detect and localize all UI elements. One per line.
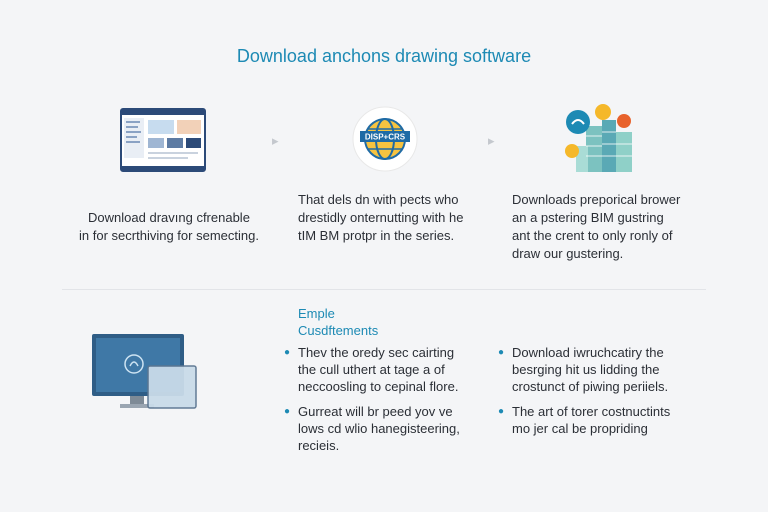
step-2-description: That dels dn with pects who drestidly on… [298,191,488,245]
list-item-line: Download iwruchcatiry the [512,345,664,360]
desktop-app-screenshot-icon [120,108,206,172]
list-item: ● Gurreat will br peed yov ve lows cd wl… [284,403,484,454]
globe-logo-icon: DISP+CRS [352,106,418,172]
requirements-list-right: ● Download iwruchcatiry the besrging hit… [498,344,708,445]
bullet-icon: ● [498,406,505,417]
list-item-line: The art of torer costnuctints [512,404,671,419]
bullet-icon: ● [498,347,505,358]
step-3-line: ant the crent to only ronly of [512,228,673,243]
requirements-list-left: ● Thev the oredy sec cairting the cull u… [284,344,484,462]
step-1-line: in for secrthiving for semecting. [79,228,259,243]
bullet-icon: ● [284,347,291,358]
step-3-line: draw our gustering. [512,246,624,261]
list-item-line: Gurreat will br peed yov ve [298,404,453,419]
bullet-icon: ● [284,406,291,417]
list-item-line: the cull uthert at tage a of [298,362,445,377]
list-item-line: crostunct of piwing periiels. [512,379,669,394]
page-title: Download anchons drawing software [236,46,532,66]
chevron-right-icon: ▸ [272,133,279,148]
globe-logo-text: DISP+CRS [365,133,406,142]
requirements-heading-line: Cusdftements [298,323,379,338]
list-item-line: lows cd wlio hanegisteering, [298,421,460,436]
step-2-line: drestidly onternutting with he [298,210,464,225]
list-item-line: Thev the oredy sec cairting [298,345,455,360]
list-item-line: neccoosling to cepinal flore. [298,379,459,394]
list-item: ● Download iwruchcatiry the besrging hit… [498,344,708,395]
bim-buildings-icon [565,104,632,172]
step-1-line: Download dravıng cfrenable [88,210,250,225]
step-1-description: Download dravıng cfrenable in for secrth… [62,209,276,245]
list-item: ● Thev the oredy sec cairting the cull u… [284,344,484,395]
computer-monitor-icon [92,334,197,409]
list-item-line: besrging hit us lidding the [512,362,660,377]
step-3-description: Downloads preporical brower an a psterin… [512,191,712,263]
step-3-line: an a pstering BIM gustring [512,210,664,225]
step-2-line: tIM BM protpr in the series. [298,228,455,243]
step-2-line: That dels dn with pects who [298,192,459,207]
requirements-heading-line: Emple [298,306,335,321]
list-item-line: mo jer cal be propriding [512,421,648,436]
list-item-line: recieis. [298,438,340,453]
requirements-heading: Emple Cusdftements [298,305,378,339]
section-divider [62,289,706,290]
step-3-line: Downloads preporical brower [512,192,681,207]
list-item: ● The art of torer costnuctints mo jer c… [498,403,708,437]
chevron-right-icon: ▸ [488,133,495,148]
